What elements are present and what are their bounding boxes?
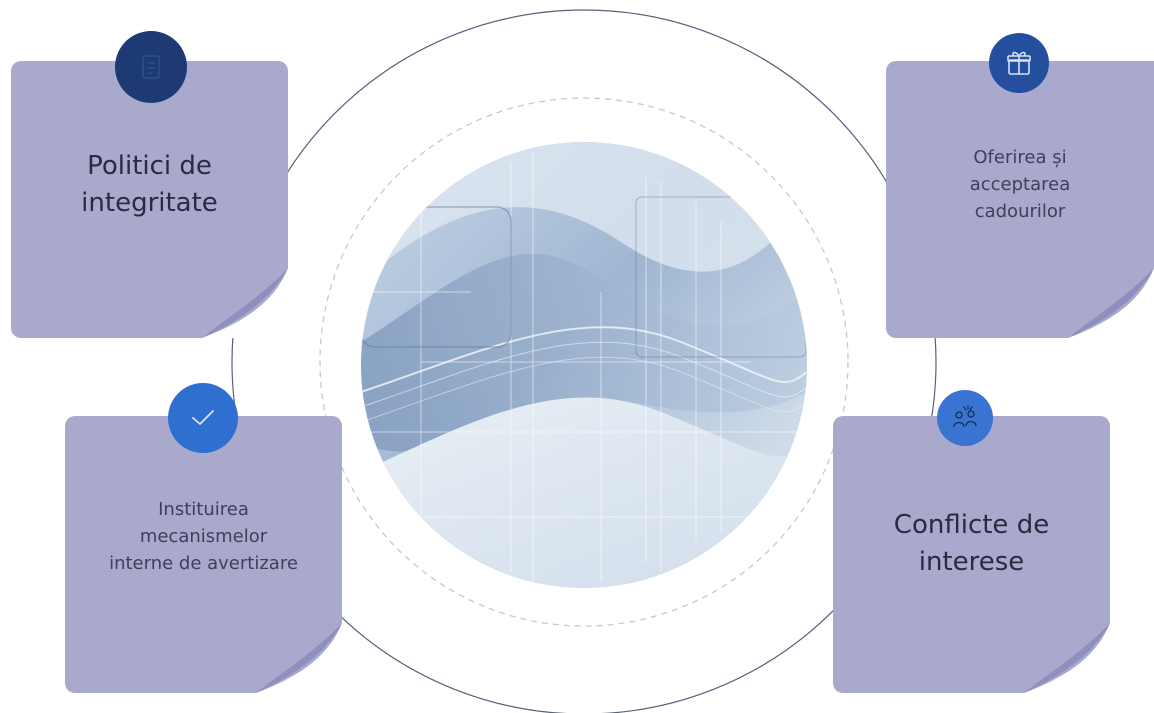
card-title: Instituirea mecanismelor interne de aver… <box>65 496 342 577</box>
badge-document <box>115 31 187 103</box>
center-abstract-image <box>361 142 807 588</box>
card-title-line: acceptarea <box>969 174 1071 195</box>
card-title-line: Politici de <box>87 151 212 181</box>
badge-check <box>168 383 238 453</box>
card-title-line: cadourilor <box>974 201 1066 222</box>
card-title-line: interne de avertizare <box>109 553 298 574</box>
document-icon <box>142 55 160 79</box>
check-icon <box>192 410 214 425</box>
dashed-ring <box>319 97 849 627</box>
card-title-line: mecanismelor <box>139 526 268 547</box>
badge-people-idea <box>937 390 993 446</box>
card-title-line: Conflicte de <box>893 510 1050 540</box>
card-oferirea-cadourilor: Oferirea și acceptarea cadourilor <box>886 61 1154 338</box>
people-idea-icon <box>953 405 977 428</box>
card-title-line: Instituirea <box>158 499 249 520</box>
card-mecanisme-avertizare: Instituirea mecanismelor interne de aver… <box>65 416 342 693</box>
card-title-line: Oferirea și <box>973 147 1067 168</box>
page-curl <box>256 623 342 693</box>
page-curl <box>202 268 288 338</box>
card-title-line: integritate <box>81 188 218 218</box>
card-title: Oferirea și acceptarea cadourilor <box>886 144 1154 225</box>
page-curl <box>1024 623 1110 693</box>
outer-ring <box>231 9 937 713</box>
card-title-line: interese <box>918 547 1025 577</box>
card-title: Politici de integritate <box>11 148 288 222</box>
gift-icon <box>1007 51 1031 75</box>
badge-gift <box>989 33 1049 93</box>
card-conflicte-de-interese: Conflicte de interese <box>833 416 1110 693</box>
page-curl <box>1068 268 1154 338</box>
card-title: Conflicte de interese <box>833 507 1110 581</box>
card-politici-de-integritate: Politici de integritate <box>11 61 288 338</box>
